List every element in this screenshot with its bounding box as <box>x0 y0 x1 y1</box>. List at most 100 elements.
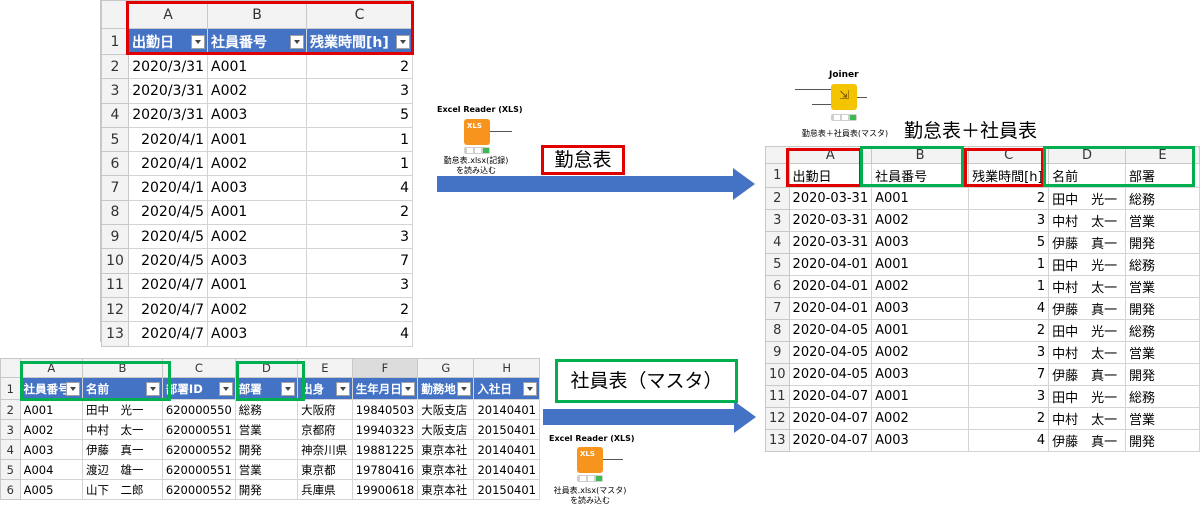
header-cell[interactable]: 社員番号 <box>207 28 307 55</box>
column-header-g[interactable]: G <box>417 358 475 378</box>
row-number[interactable]: 5 <box>0 459 21 480</box>
table-cell[interactable]: 2020/4/5 <box>128 248 208 274</box>
row-number[interactable]: 3 <box>765 209 790 232</box>
table-cell[interactable]: 2020-03-31 <box>788 231 873 254</box>
table-cell[interactable]: 東京都 <box>297 459 353 480</box>
table-cell[interactable]: 2020/3/31 <box>128 102 208 128</box>
table-cell[interactable]: 2020-04-05 <box>788 341 873 364</box>
table-cell[interactable]: 田中 光一 <box>1048 319 1126 342</box>
select-all-corner[interactable] <box>101 0 129 29</box>
table-cell[interactable]: A001 <box>871 385 970 408</box>
table-cell[interactable]: 5 <box>968 231 1050 254</box>
table-cell[interactable]: 中村 太一 <box>1048 341 1126 364</box>
table-cell[interactable]: 大阪府 <box>297 399 353 420</box>
table-cell[interactable]: 営業 <box>1124 407 1200 430</box>
filter-dropdown-icon[interactable] <box>401 381 416 396</box>
table-cell[interactable]: 開発 <box>234 439 299 460</box>
table-cell[interactable]: 2020/4/5 <box>128 199 208 226</box>
table-cell[interactable]: 大阪支店 <box>417 399 475 420</box>
row-number[interactable]: 2 <box>0 399 21 420</box>
table-cell[interactable]: 2 <box>306 199 413 226</box>
header-cell[interactable]: 入社日 <box>473 377 540 400</box>
table-cell[interactable]: 2020/4/1 <box>128 126 208 153</box>
header-cell[interactable]: 出勤日 <box>128 28 208 55</box>
table-cell[interactable]: A003 <box>207 102 307 128</box>
filter-dropdown-icon[interactable] <box>290 34 304 49</box>
row-number[interactable]: 11 <box>101 272 129 298</box>
excel-reader-icon[interactable]: XLS <box>577 447 603 473</box>
table-cell[interactable]: 総務 <box>1124 385 1200 408</box>
table-cell[interactable]: 開発 <box>1124 297 1200 320</box>
table-cell[interactable]: 7 <box>968 363 1050 386</box>
table-cell[interactable]: 3 <box>306 224 413 250</box>
table-cell[interactable]: 東京本社 <box>417 439 475 460</box>
column-header-h[interactable]: H <box>473 358 540 378</box>
table-cell[interactable]: 620000551 <box>161 419 236 440</box>
table-cell[interactable]: 5 <box>306 102 413 128</box>
table-cell[interactable]: 2 <box>968 187 1050 210</box>
table-cell[interactable]: 田中 光一 <box>1048 253 1126 276</box>
table-cell[interactable]: 大阪支店 <box>417 419 475 440</box>
table-cell[interactable]: 営業 <box>234 459 299 480</box>
row-number[interactable]: 7 <box>765 297 790 320</box>
table-cell[interactable]: 営業 <box>234 419 299 440</box>
excel-reader-icon[interactable]: XLS <box>464 119 490 145</box>
table-cell[interactable]: 開発 <box>1124 429 1200 452</box>
table-cell[interactable]: 2020-04-05 <box>788 319 873 342</box>
row-number[interactable]: 6 <box>0 479 21 500</box>
filter-dropdown-icon[interactable] <box>218 381 233 396</box>
row-number[interactable]: 1 <box>101 28 129 55</box>
table-cell[interactable]: 伊藤 真一 <box>82 439 163 460</box>
row-number[interactable]: 9 <box>765 341 790 364</box>
filter-dropdown-icon[interactable] <box>335 381 350 396</box>
row-number[interactable]: 7 <box>101 175 129 201</box>
table-cell[interactable]: A001 <box>207 199 307 226</box>
table-cell[interactable]: 2020-04-07 <box>788 407 873 430</box>
table-cell[interactable]: A003 <box>207 321 307 347</box>
row-number[interactable]: 5 <box>101 126 129 153</box>
table-cell[interactable]: 山下 二郎 <box>82 479 163 500</box>
table-cell[interactable]: A004 <box>19 459 84 480</box>
column-header-c[interactable]: C <box>161 358 236 378</box>
header-cell[interactable]: 名前 <box>82 377 163 400</box>
row-number[interactable]: 13 <box>101 321 129 347</box>
row-number[interactable]: 6 <box>101 151 129 177</box>
table-cell[interactable]: 3 <box>306 272 413 298</box>
table-cell[interactable]: 2020/4/7 <box>128 272 208 298</box>
header-cell[interactable]: 部署ID <box>161 377 236 400</box>
table-cell[interactable]: 20140401 <box>473 459 540 480</box>
table-cell[interactable]: 中村 太一 <box>1048 209 1126 232</box>
table-cell[interactable]: 総務 <box>1124 187 1200 210</box>
table-cell[interactable]: 2020-04-07 <box>788 385 873 408</box>
table-cell[interactable]: 20140401 <box>473 399 540 420</box>
column-header-b[interactable]: B <box>871 146 970 164</box>
table-cell[interactable]: 開発 <box>1124 231 1200 254</box>
table-cell[interactable]: 620000551 <box>161 459 236 480</box>
row-number[interactable]: 8 <box>101 199 129 226</box>
table-cell[interactable]: 19881225 <box>351 439 419 460</box>
table-cell[interactable]: A002 <box>207 224 307 250</box>
table-cell[interactable]: A002 <box>871 341 970 364</box>
table-cell[interactable]: A002 <box>871 275 970 298</box>
row-number[interactable]: 8 <box>765 319 790 342</box>
row-number[interactable]: 3 <box>0 419 21 440</box>
table-cell[interactable]: 4 <box>306 175 413 201</box>
table-cell[interactable]: 2020-04-07 <box>788 429 873 452</box>
table-cell[interactable]: 中村 太一 <box>82 419 163 440</box>
table-cell[interactable]: A001 <box>871 319 970 342</box>
row-number[interactable]: 6 <box>765 275 790 298</box>
table-cell[interactable]: 20140401 <box>473 439 540 460</box>
table-cell[interactable]: 7 <box>306 248 413 274</box>
table-cell[interactable]: 620000552 <box>161 439 236 460</box>
table-cell[interactable]: 2020/4/1 <box>128 151 208 177</box>
filter-dropdown-icon[interactable] <box>191 34 205 49</box>
table-cell[interactable]: 1 <box>968 253 1050 276</box>
table-cell[interactable]: A003 <box>207 248 307 274</box>
table-cell[interactable]: 2020/4/5 <box>128 224 208 250</box>
table-cell[interactable]: 東京本社 <box>417 479 475 500</box>
table-cell[interactable]: 1 <box>306 126 413 153</box>
row-number[interactable]: 12 <box>101 296 129 323</box>
table-cell[interactable]: 4 <box>306 321 413 347</box>
row-number[interactable]: 1 <box>765 163 790 188</box>
table-cell[interactable]: 2 <box>968 407 1050 430</box>
